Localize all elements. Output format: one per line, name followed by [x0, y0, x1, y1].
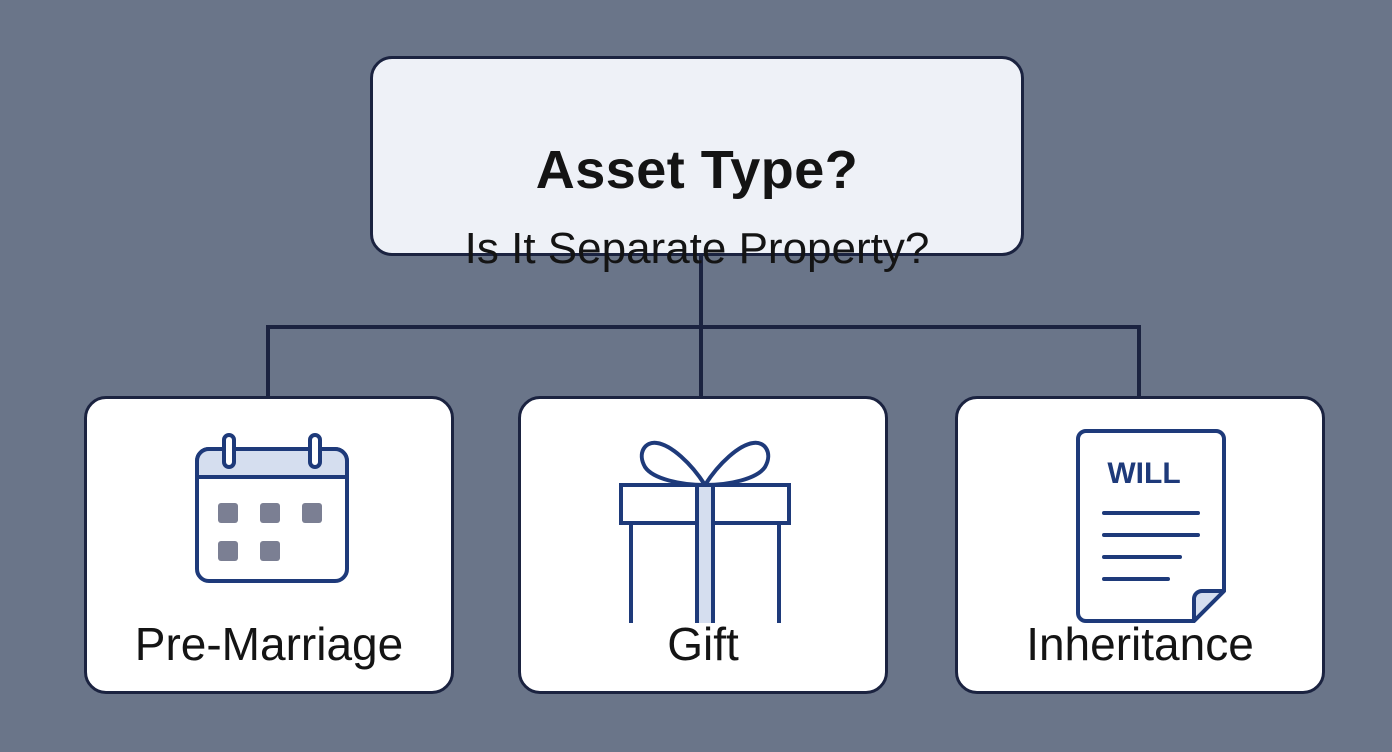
calendar-icon — [87, 423, 451, 623]
option-card-inheritance: WILL Inheritance — [955, 396, 1325, 694]
option-card-gift: Gift — [518, 396, 888, 694]
root-question-box: Asset Type? Is It Separate Property? — [370, 56, 1024, 271]
option-label: Inheritance — [1026, 618, 1254, 670]
root-title: Asset Type? — [535, 140, 859, 200]
gift-icon — [521, 423, 885, 623]
root-subtitle: Is It Separate Property? — [464, 224, 930, 273]
option-label: Gift — [667, 618, 739, 670]
option-label: Pre-Marriage — [134, 618, 404, 670]
will-document-icon: WILL — [958, 423, 1322, 623]
will-label: WILL — [1107, 457, 1180, 490]
option-card-pre-marriage: Pre-Marriage — [84, 396, 454, 694]
